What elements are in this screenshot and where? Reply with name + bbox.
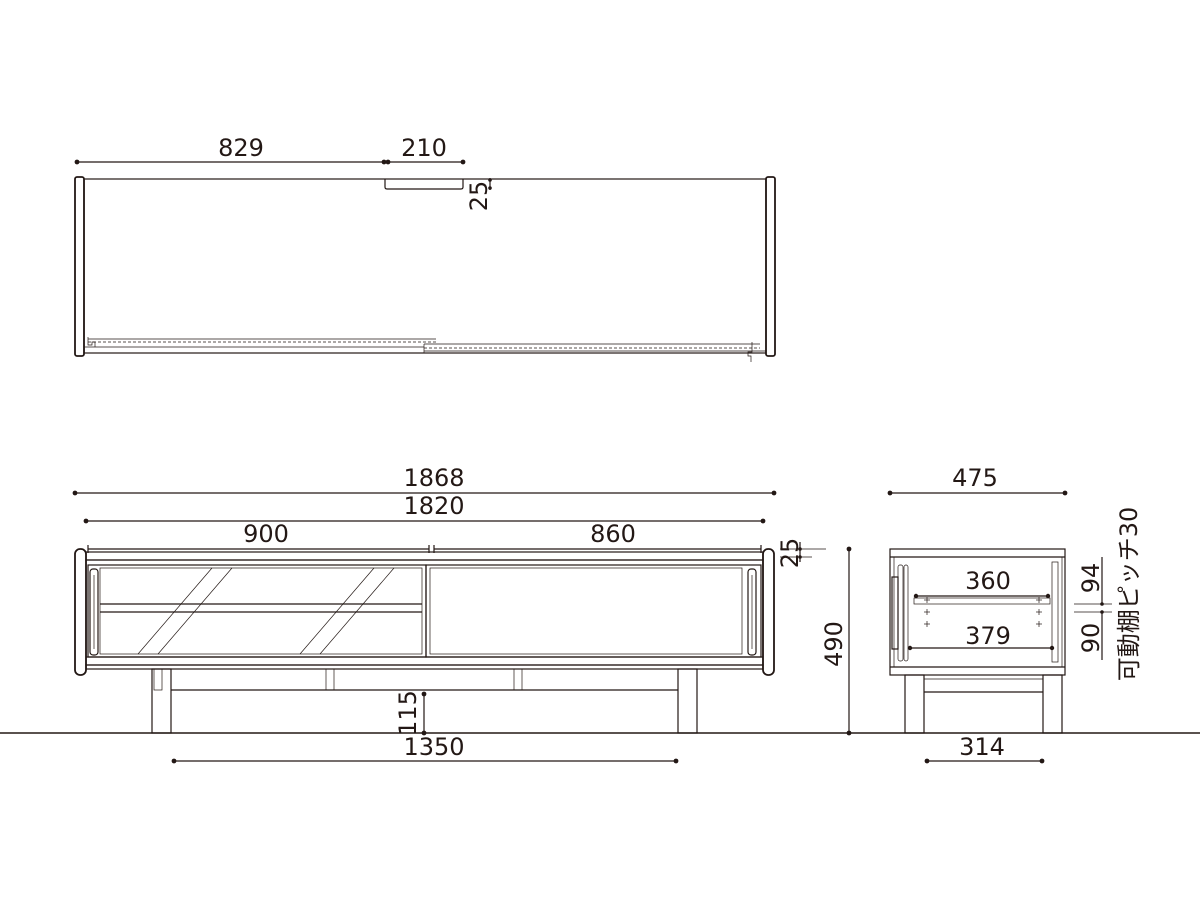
top-view-door-rails [84, 337, 766, 362]
dim-label-115: 115 [394, 690, 422, 736]
front-view-top-board [85, 551, 764, 561]
top-view-left-end-panel [74, 176, 85, 357]
top-view: 829 210 25 [74, 134, 776, 362]
dim-label-210: 210 [401, 134, 447, 162]
front-view-left-leg [151, 668, 172, 734]
dim-label-860: 860 [590, 520, 636, 548]
dim-label-94: 94 [1077, 563, 1105, 594]
front-view-dimension-1820: 1820 [83, 492, 766, 524]
dim-label-490: 490 [820, 621, 848, 667]
front-view: 1868 1820 900 860 25 [72, 464, 852, 764]
front-view-left-glass-door [87, 564, 427, 658]
side-view-dimension-360: 360 [913, 567, 1051, 599]
dim-label-379: 379 [965, 622, 1011, 650]
front-view-dimension-115: 115 [394, 690, 427, 736]
dim-label-top-25: 25 [465, 181, 493, 212]
top-view-handle-recess [384, 179, 464, 190]
front-view-dimension-900: 900 [87, 520, 430, 553]
top-view-dimension-210: 210 [385, 134, 466, 165]
front-view-dimension-25: 25 [776, 538, 826, 569]
dim-label-1350: 1350 [403, 733, 464, 761]
dim-label-475: 475 [952, 464, 998, 492]
front-view-left-end-panel [74, 548, 87, 676]
side-view-dimension-94: 94 [1074, 557, 1112, 606]
dim-label-829: 829 [218, 134, 264, 162]
side-view-upper-shelf [913, 597, 1051, 605]
front-view-right-end-panel [762, 548, 775, 676]
top-view-body-outline [83, 178, 767, 354]
top-view-right-end-panel [765, 176, 776, 357]
front-view-dimension-490: 490 [820, 546, 852, 736]
dim-label-360: 360 [965, 567, 1011, 595]
side-view-dimension-379: 379 [907, 622, 1055, 651]
front-view-right-door [425, 564, 762, 658]
side-view-front-leg [904, 674, 925, 734]
side-view: 475 360 379 94 90 [887, 464, 1143, 764]
dim-label-1820: 1820 [403, 492, 464, 520]
adjustable-shelf-pitch-note: 可動棚ピッチ30 [1115, 507, 1143, 682]
side-view-dimension-475: 475 [887, 464, 1068, 496]
dim-label-90: 90 [1077, 623, 1105, 654]
side-view-dimension-90: 90 [1074, 610, 1112, 660]
dim-label-1868: 1868 [403, 464, 464, 492]
front-view-right-leg [677, 668, 698, 734]
dim-label-900: 900 [243, 520, 289, 548]
side-view-shelf-pins [924, 597, 1042, 627]
side-view-dimension-314: 314 [924, 733, 1045, 764]
front-view-dimension-1868: 1868 [72, 464, 777, 496]
top-view-dimension-829: 829 [74, 134, 387, 165]
dim-label-314: 314 [959, 733, 1005, 761]
dim-label-front-25: 25 [776, 538, 804, 569]
front-view-dimension-1350: 1350 [171, 733, 679, 764]
top-view-dimension-25: 25 [465, 178, 493, 211]
side-view-body-outline [889, 548, 1066, 676]
side-view-back-leg [1042, 674, 1063, 734]
front-view-dimension-860: 860 [433, 520, 762, 553]
